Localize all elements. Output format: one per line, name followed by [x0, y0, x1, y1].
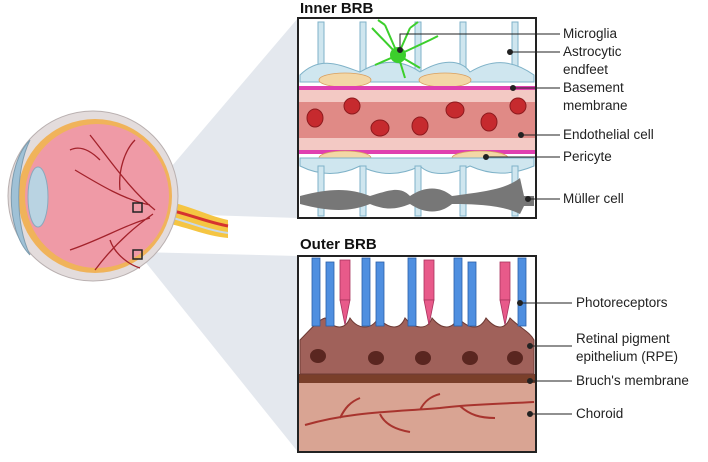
inner-brb-panel [297, 17, 537, 219]
label-rpe-2: epithelium (RPE) [576, 349, 679, 364]
outer-panel-frame [297, 255, 537, 453]
label-astrocytic-1: Astrocytic [563, 44, 622, 59]
leader-dot [527, 378, 533, 384]
rpe-nucleus [368, 351, 384, 365]
pericytes-top [318, 72, 472, 88]
red-blood-cells [306, 97, 527, 137]
label-pericyte: Pericyte [563, 149, 612, 164]
inner-panel-frame [297, 17, 537, 219]
rods [311, 257, 527, 327]
pericyte-cell [318, 72, 372, 88]
rpe-nucleus [310, 349, 326, 363]
label-endothelial: Endothelial cell [563, 127, 654, 142]
endothelium-top [298, 90, 536, 102]
rod [407, 257, 417, 327]
rod [467, 261, 477, 327]
rod [325, 261, 335, 327]
leader-dot [397, 47, 403, 53]
label-bruch: Bruch's membrane [576, 373, 689, 388]
leader-dot [525, 196, 531, 202]
basement-membrane-top [298, 86, 536, 90]
leader-dot [507, 49, 513, 55]
leader-lines [397, 33, 572, 417]
leader-dot [518, 132, 524, 138]
microglia-process [371, 19, 439, 79]
astro-stalk [359, 21, 367, 73]
cone-tip [423, 299, 435, 326]
outer-brb-title: Outer BRB [300, 236, 377, 253]
cone [499, 261, 511, 301]
cone-tip [499, 299, 511, 326]
choroid-vessels [304, 393, 535, 433]
zoom-cone-outer [137, 252, 298, 452]
cones [339, 259, 511, 326]
label-photoreceptors: Photoreceptors [576, 295, 668, 310]
zoom-box-inner [132, 202, 143, 213]
red-blood-cell [370, 119, 390, 137]
label-basement-2: membrane [563, 98, 628, 113]
rpe-nucleus [507, 351, 523, 365]
red-blood-cell [480, 112, 498, 132]
red-blood-cell [445, 101, 465, 119]
eye-retina [25, 124, 169, 268]
label-muller: Müller cell [563, 191, 624, 206]
leader-dot [527, 343, 533, 349]
label-astrocytic-2: endfeet [563, 62, 609, 77]
leader-dot [517, 300, 523, 306]
red-blood-cell [509, 97, 527, 115]
rod [453, 257, 463, 327]
astro-stalk [359, 165, 367, 217]
retinal-vessels [69, 134, 156, 271]
rod [361, 257, 371, 327]
rpe-nuclei [310, 349, 523, 365]
muller-cell [300, 178, 534, 214]
photoreceptors-group [311, 257, 527, 327]
zoom-cone-inner [137, 18, 298, 218]
label-rpe-1: Retinal pigment [576, 331, 670, 346]
eye-illustration [7, 110, 229, 282]
label-microglia: Microglia [563, 26, 618, 41]
label-basement-1: Basement [563, 80, 624, 95]
red-blood-cell [411, 116, 429, 136]
cone-tip [339, 299, 351, 326]
leader-dot [483, 154, 489, 160]
inner-brb-title: Inner BRB [300, 0, 374, 17]
astro-stalk [459, 165, 467, 217]
red-blood-cell [343, 97, 361, 115]
basement-membrane-bottom [298, 150, 536, 154]
eye-lens [27, 166, 49, 228]
zoom-box-outer [132, 249, 143, 260]
rod [375, 261, 385, 327]
eye-cornea [10, 139, 31, 256]
endothelium-bottom [298, 138, 536, 150]
leader-dot [510, 85, 516, 91]
cone [339, 259, 351, 301]
pericyte-cell [418, 72, 472, 88]
red-blood-cell [306, 108, 324, 128]
rod [311, 257, 321, 327]
rpe-nucleus [415, 351, 431, 365]
astro-stalk [317, 165, 325, 217]
outer-brb-panel [297, 255, 537, 453]
bruchs-membrane [298, 374, 536, 383]
rod [517, 257, 527, 327]
leader-microglia [399, 33, 560, 50]
cone [423, 259, 435, 301]
rpe-nucleus [462, 351, 478, 365]
label-choroid: Choroid [576, 406, 624, 421]
leader-dot [527, 411, 533, 417]
